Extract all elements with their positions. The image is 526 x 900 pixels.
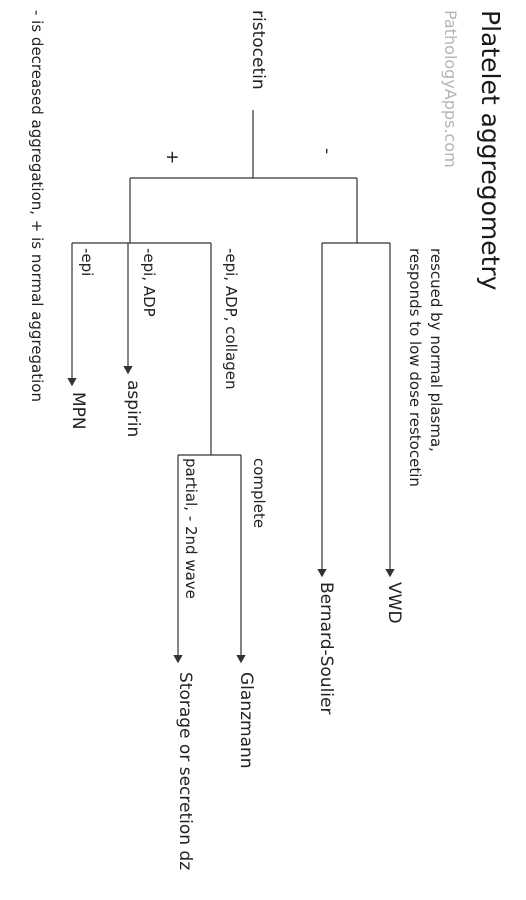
plus-sign: +: [162, 150, 182, 165]
root-node-ristocetin: ristocetin: [248, 10, 268, 90]
aspirin-node: aspirin: [123, 380, 143, 438]
glanzmann-node: Glanzmann: [236, 672, 256, 769]
minus-sign: -: [317, 148, 337, 155]
rescue-label-line2: responds to low dose restocetin: [406, 248, 424, 487]
vwd-node: VWD: [384, 582, 404, 624]
storage-secretion-node: Storage or secretion dz: [175, 672, 195, 871]
epi-adp-collagen-label: -epi, ADP, collagen: [222, 248, 240, 390]
page-title: Platelet aggregometry: [476, 10, 505, 291]
partial-2nd-wave-label: partial, - 2nd wave: [182, 458, 200, 599]
bernard-soulier-node: Bernard-Soulier: [316, 582, 336, 715]
rescue-label-line1: rescued by normal plasma,: [427, 248, 445, 452]
watermark: PathologyApps.com: [441, 10, 460, 168]
footnote: - is decreased aggregation, + is normal …: [28, 10, 46, 402]
complete-label: complete: [250, 458, 268, 529]
mpn-node: MPN: [68, 392, 88, 430]
epi-label: -epi: [78, 248, 96, 277]
epi-adp-label: -epi, ADP: [140, 248, 158, 317]
